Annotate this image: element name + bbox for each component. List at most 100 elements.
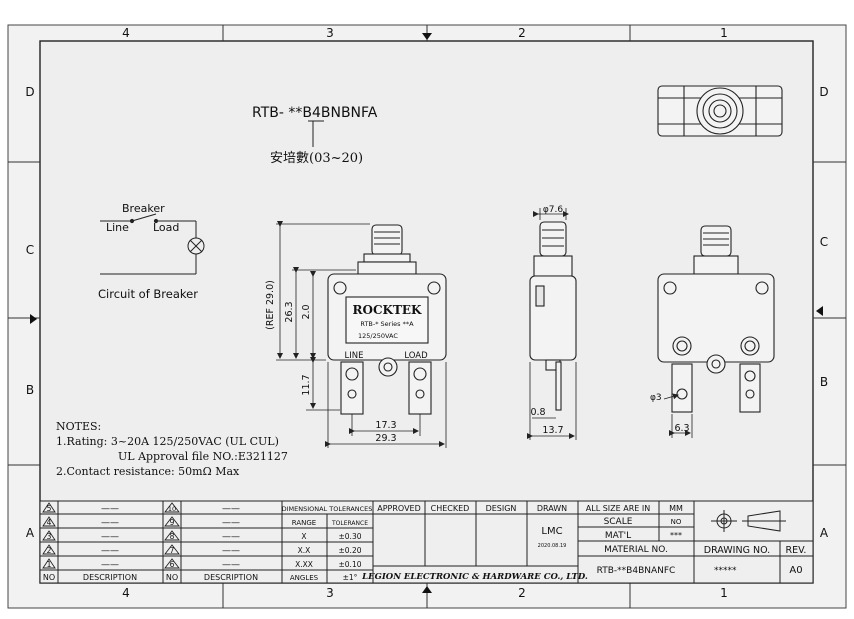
col-label-top-2: 3 [326, 26, 334, 40]
scale-value: NO [671, 518, 682, 526]
dim-terminal-thickness: 0.8 [530, 407, 545, 418]
side-view [529, 221, 577, 411]
rev-desc-dash: —— [222, 546, 240, 556]
col-label-bottom-1: 4 [122, 586, 130, 600]
rev-desc-dash: —— [101, 504, 119, 514]
col-label-top-3: 2 [518, 26, 526, 40]
material-label: MAT'L [605, 531, 631, 541]
rev-number: 4 [47, 518, 52, 527]
rev-col-no: NO [166, 573, 178, 582]
col-label-bottom-2: 3 [326, 586, 334, 600]
col-label-bottom-4: 1 [720, 586, 728, 600]
rev-col-description: DESCRIPTION [83, 573, 137, 582]
rating-label: 125/250VAC [358, 332, 398, 340]
revision-triangles [42, 502, 180, 569]
top-view [657, 85, 783, 137]
col-label-top-1: 4 [122, 26, 130, 40]
center-arrow-right [816, 306, 823, 316]
load-label: Load [153, 221, 179, 234]
circuit-caption: Circuit of Breaker [98, 287, 198, 301]
center-arrow-top [422, 33, 432, 40]
rev-number: 2 [47, 546, 52, 555]
row-label-left-d: D [25, 85, 34, 99]
row-label-right-a: A [820, 526, 829, 540]
row-label-left-a: A [26, 526, 35, 540]
range-header: RANGE [292, 519, 316, 527]
rev-label: REV. [786, 545, 807, 556]
part-code: RTB- **B4BNBNFA [252, 105, 378, 121]
row-label-left-c: C [26, 243, 34, 257]
drawing-no-value: ***** [714, 566, 737, 576]
rev-number: 5 [47, 504, 52, 513]
tolerance-header: TOLERANCE [331, 520, 368, 527]
rev-number: 9 [170, 518, 175, 527]
col-label-bottom-3: 2 [518, 586, 526, 600]
series-label: RTB-* Series **A [360, 320, 414, 328]
dim-tolerance-header: DIMENSIONAL TOLERANCES [282, 505, 373, 513]
notes-heading: NOTES: [56, 420, 101, 433]
design-header: DESIGN [486, 504, 517, 513]
center-arrow-bottom [422, 586, 432, 593]
rev-value: A0 [789, 565, 802, 576]
material-no-value: RTB-**B4BNANFC [597, 566, 676, 576]
tolerance-value: ±0.30 [339, 532, 362, 541]
terminal-load-label: LOAD [404, 351, 428, 361]
notes-rating: 1.Rating: 3~20A 125/250VAC (UL CUL) [56, 435, 279, 448]
drawn-date: 2020.08.19 [538, 543, 567, 549]
dim-tab-width: 6.3 [674, 423, 689, 434]
approved-header: APPROVED [377, 504, 421, 513]
rev-desc-dash: —— [222, 504, 240, 514]
dim-body-depth: 13.7 [542, 425, 563, 436]
circuit-diagram [100, 213, 205, 275]
dim-terminal-height: 11.7 [301, 374, 312, 395]
rev-number: 8 [170, 532, 175, 541]
rev-desc-dash: —— [222, 560, 240, 570]
dim-body-width: 29.3 [375, 433, 396, 444]
rev-number: 1 [47, 560, 52, 569]
dim-button-dia: φ7.6 [543, 205, 564, 215]
row-label-right-b: B [820, 375, 828, 389]
drawing-no-label: DRAWING NO. [704, 545, 770, 556]
row-label-right-c: C [820, 235, 828, 249]
row-label-right-d: D [819, 85, 828, 99]
notes-ul-file: UL Approval file NO.:E321127 [118, 450, 288, 463]
tolerance-value: ±1° [343, 573, 358, 582]
rev-number: 7 [170, 546, 175, 555]
all-size-label: ALL SIZE ARE IN [586, 504, 650, 513]
dim-body-height: 26.3 [284, 301, 295, 322]
company-name: LEGION ELECTRONIC & HARDWARE CO., LTD. [361, 572, 588, 582]
tolerance-value: ±0.20 [339, 546, 362, 555]
material-value: *** [670, 531, 682, 540]
scale-label: SCALE [604, 517, 633, 527]
rev-desc-dash: —— [101, 546, 119, 556]
rev-number: 3 [47, 532, 52, 541]
center-arrow-left [30, 314, 37, 324]
line-label: Line [106, 221, 129, 234]
back-view [657, 225, 775, 413]
rev-desc-dash: —— [101, 518, 119, 528]
row-label-left-b: B [26, 383, 34, 397]
checked-header: CHECKED [431, 504, 470, 513]
amp-range-note: 安培數(03~20) [270, 150, 363, 166]
brand-label: ROCKTEK [353, 303, 422, 317]
range-value: X [301, 532, 306, 541]
rev-number: 6 [170, 560, 175, 569]
rev-col-no: NO [43, 573, 55, 582]
dim-ref-height: (REF 29.0) [265, 280, 276, 330]
dim-terminal-pitch: 17.3 [375, 420, 396, 431]
col-label-top-4: 1 [720, 26, 728, 40]
drawn-by: LMC [541, 526, 562, 537]
dim-hole-dia: φ3 [650, 393, 662, 403]
breaker-label: Breaker [122, 202, 165, 215]
drawn-header: DRAWN [537, 504, 567, 513]
rev-desc-dash: —— [101, 532, 119, 542]
material-no-label: MATERIAL NO. [604, 545, 668, 555]
rev-desc-dash: —— [222, 518, 240, 528]
terminal-line-label: LINE [345, 351, 364, 361]
rev-desc-dash: —— [101, 560, 119, 570]
tolerance-value: ±0.10 [339, 560, 362, 569]
notes-contact-resistance: 2.Contact resistance: 50mΩ Max [56, 465, 240, 478]
projection-symbol-icon [711, 510, 786, 532]
rev-number: 10 [168, 505, 176, 513]
